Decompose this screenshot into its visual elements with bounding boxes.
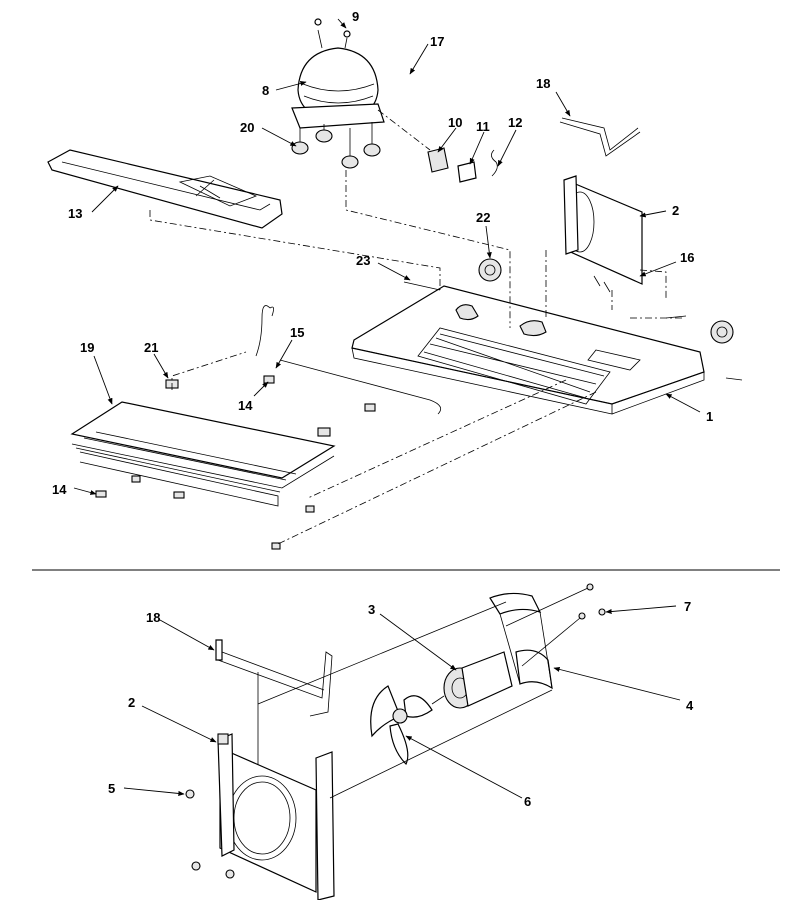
lower-leaders [123,605,681,799]
callout-10: 10 [448,115,462,130]
callout-8: 8 [262,83,269,98]
screws-part-7 [505,583,606,667]
callout-13: 13 [68,206,82,221]
callout-12: 12 [508,115,522,130]
compressor-part-8 [291,18,385,129]
lower-callouts: 18 3 7 2 4 5 6 [108,599,694,809]
upper-leaders [73,18,701,495]
fittings-part-22 [478,258,734,344]
callout-9: 9 [352,9,359,24]
callout-15: 15 [290,325,304,340]
callout-3: 3 [368,602,375,617]
callout-17: 17 [430,34,444,49]
callout-6: 6 [524,794,531,809]
callout-1: 1 [706,409,713,424]
shroud-part-2 [563,175,643,293]
grommets-part-20 [291,122,381,169]
callout-4: 4 [686,698,694,713]
screws-part-5 [185,789,235,879]
callout-18: 18 [536,76,550,91]
condenser-coil-part-19 [70,379,336,550]
callout-18-lower: 18 [146,610,160,625]
relay-overload-parts [377,109,498,183]
motor-part-3 [431,651,513,709]
callout-14-left: 14 [52,482,67,497]
callout-2-lower: 2 [128,695,135,710]
bracket-part-18 [559,117,641,157]
callout-22: 22 [476,210,490,225]
callout-14-mid: 14 [238,398,253,413]
base-plate-part-1 [351,281,743,415]
upper-callouts: 9 17 8 18 20 10 11 12 2 13 22 23 16 15 1… [52,9,713,497]
callout-23: 23 [356,253,370,268]
shroud-part-2-lower [217,733,335,900]
callout-2-upper: 2 [672,203,679,218]
lower-assembly: 18 3 7 2 4 5 6 [108,583,694,900]
callout-16: 16 [680,250,694,265]
callout-7: 7 [684,599,691,614]
callout-21: 21 [144,340,158,355]
upper-assembly-lines [149,170,684,545]
upper-assembly: 9 17 8 18 20 10 11 12 2 13 22 23 16 15 1… [47,9,743,550]
callout-5: 5 [108,781,115,796]
callout-11: 11 [476,119,490,134]
tube-part-15 [255,305,442,415]
callout-20: 20 [240,120,254,135]
drain-pan-part-13 [47,149,283,229]
motor-bracket-part-4 [489,592,553,690]
housing-outline [257,601,553,799]
callout-19: 19 [80,340,94,355]
fan-blade-part-6 [370,685,433,766]
